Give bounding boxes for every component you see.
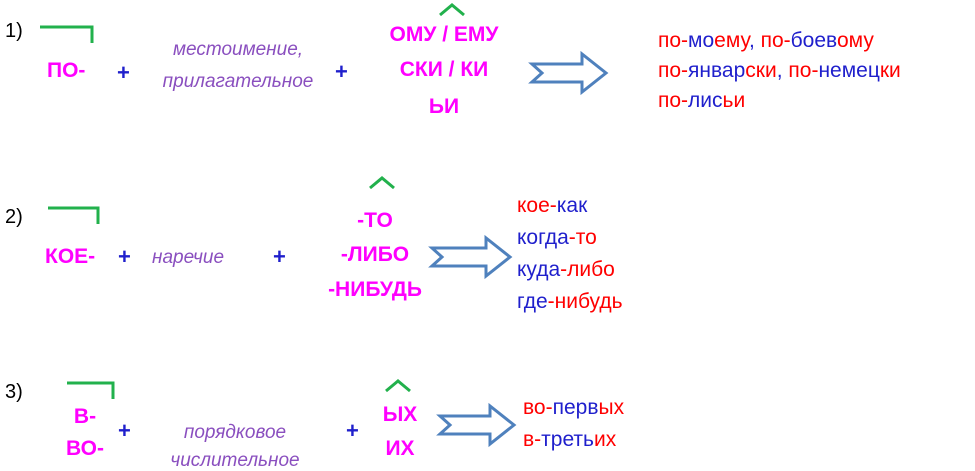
example-segment: -то [568, 226, 597, 249]
rule3-plus2: + [346, 418, 359, 443]
rule2-plus2: + [273, 244, 286, 269]
rule2-number: 2) [5, 206, 23, 228]
example-line: где-нибудь [517, 291, 623, 312]
example-segment: немец [818, 59, 880, 82]
example-segment: как [556, 194, 588, 217]
example-segment: в- [523, 428, 542, 451]
example-segment: по- [658, 59, 689, 82]
rule1-suffix-2: СКИ / КИ [399, 58, 489, 81]
suffix-caret-icon [439, 3, 465, 17]
example-segment: -либо [560, 258, 615, 281]
prefix-bracket-icon [40, 25, 94, 43]
outline-arrow-icon [428, 234, 513, 280]
rule3-base-line2: числительное [170, 450, 300, 471]
example-segment: ьи [722, 89, 746, 112]
rule1-base-line1: местоимение, [172, 39, 304, 60]
suffix-caret-icon [385, 379, 411, 393]
example-segment: ых [598, 396, 625, 419]
example-segment: во- [523, 396, 553, 419]
rule1-suffix-3: ЬИ [428, 95, 460, 118]
prefix-bracket-icon [67, 381, 115, 399]
example-segment: треть [541, 428, 594, 451]
rule3-number: 3) [5, 381, 23, 403]
example-segment: их [594, 428, 617, 451]
example-segment: когда [517, 226, 569, 249]
rule2-suffix-3: -НИБУДЬ [328, 278, 422, 301]
rule3-suffix-1: ЫХ [382, 403, 418, 426]
rule2-plus1: + [118, 244, 131, 269]
example-segment: , [748, 29, 761, 52]
outline-arrow-icon [436, 402, 517, 448]
rule2-prefix: КОЕ- [45, 245, 96, 268]
suffix-caret-icon [369, 176, 395, 190]
example-segment: где [517, 290, 548, 313]
example-segment: ски [745, 59, 777, 82]
example-line: по-моему, по-боевому [658, 30, 874, 51]
example-segment: январ [688, 59, 746, 82]
example-segment: куда [517, 258, 561, 281]
rule1-plus2: + [335, 59, 348, 84]
rule1-number: 1) [5, 20, 23, 42]
example-line: по-январски, по-немецки [658, 60, 901, 81]
rule2-suffix-2: -ЛИБО [340, 243, 410, 266]
rule2-base: наречие [152, 247, 225, 268]
example-line: кое-как [517, 195, 587, 216]
rule3-suffix-2: ИХ [385, 437, 415, 460]
rule3-prefix-1: В- [73, 405, 97, 428]
example-segment: , [776, 59, 789, 82]
rule1-plus1: + [117, 60, 130, 85]
rule3-plus1: + [118, 418, 131, 443]
example-line: в-третьих [523, 429, 616, 450]
prefix-bracket-icon [48, 206, 100, 224]
example-segment: ки [879, 59, 901, 82]
example-segment: мо [688, 29, 715, 52]
example-line: во-первых [523, 397, 624, 418]
example-line: по-лисьи [658, 90, 745, 111]
example-segment: по- [760, 29, 791, 52]
rule2-suffix-1: -ТО [357, 209, 393, 232]
example-segment: лис [688, 89, 723, 112]
rule1-suffix-1: ОМУ / ЕМУ [389, 23, 499, 46]
example-segment: по- [788, 59, 819, 82]
example-segment: по- [658, 29, 689, 52]
rule3-base-line1: порядковое [183, 422, 287, 443]
rule1-prefix: ПО- [47, 59, 86, 82]
rule3-prefix-2: ВО- [66, 437, 104, 460]
rule1-base-line2: прилагательное [162, 71, 314, 92]
example-segment: боев [790, 29, 837, 52]
outline-arrow-icon [528, 50, 609, 96]
example-segment: ому [836, 29, 874, 52]
example-segment: ему [714, 29, 749, 52]
example-segment: по- [658, 89, 689, 112]
example-line: когда-то [517, 227, 597, 248]
example-segment: -нибудь [547, 290, 623, 313]
example-segment: кое- [517, 194, 557, 217]
example-line: куда-либо [517, 259, 615, 280]
example-segment: перв [552, 396, 599, 419]
